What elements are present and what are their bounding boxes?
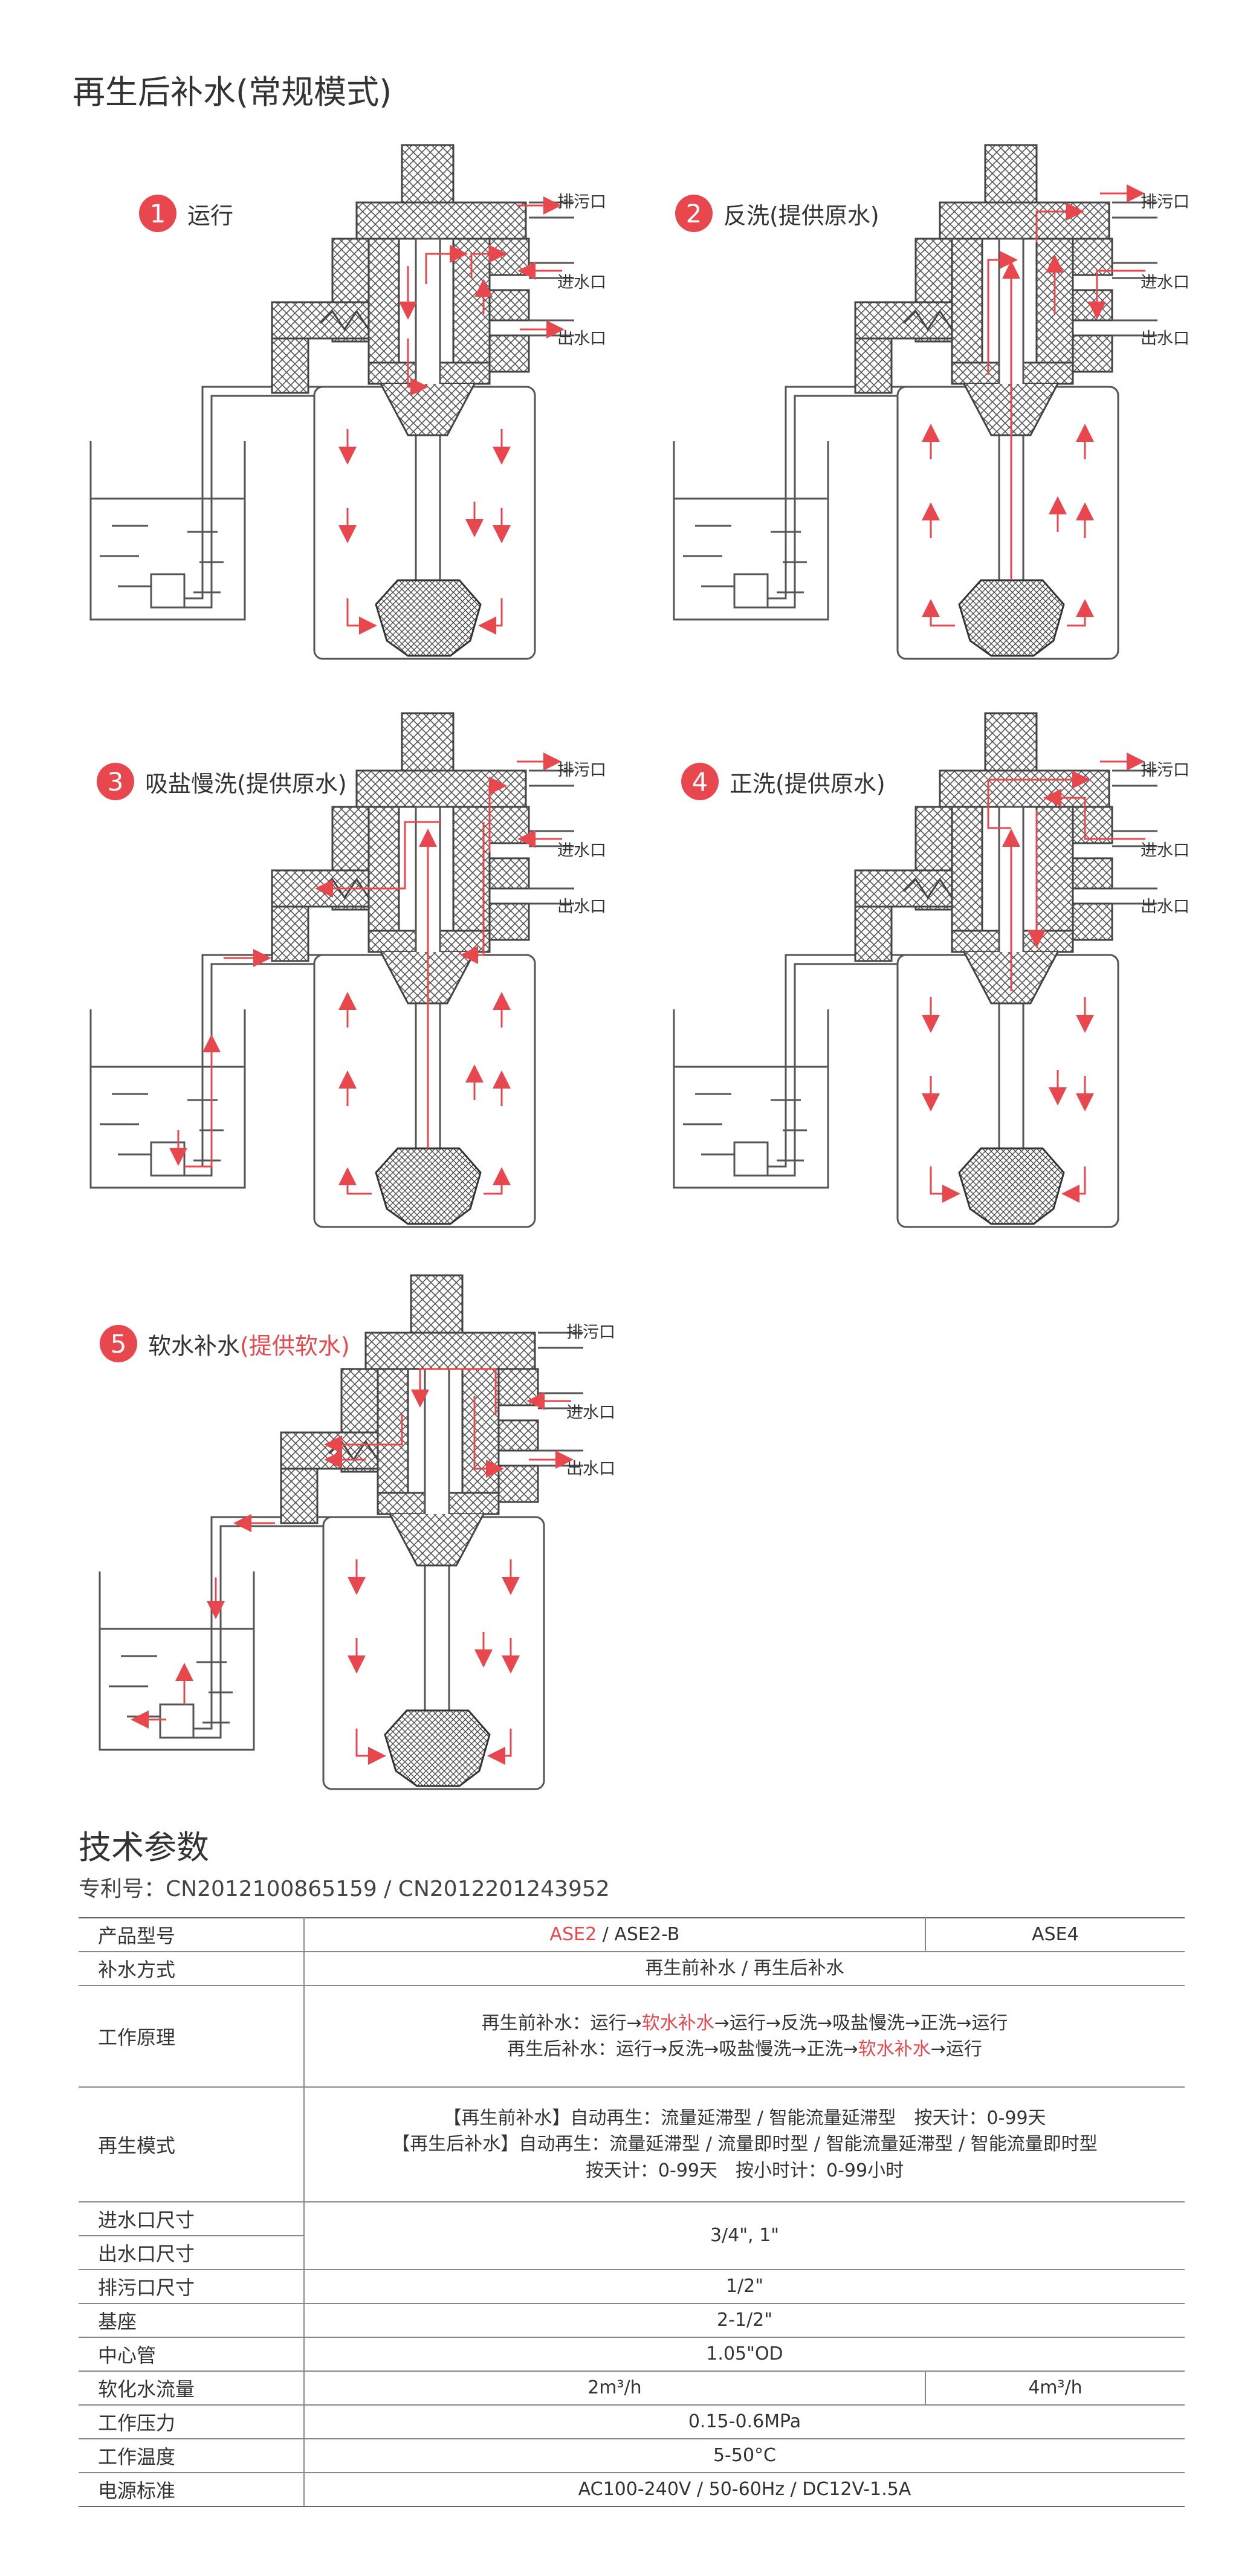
step-title: 吸盐慢洗(提供原水) <box>145 770 347 797</box>
spec-value: 【再生前补水】自动再生：流量延滞型 / 智能流量延滞型 按天计：0-99天 【再… <box>304 2086 1185 2202</box>
table-row: 工作温度 5-50°C <box>79 2438 1185 2473</box>
spec-value: AC100-240V / 50-60Hz / DC12V-1.5A <box>304 2472 1185 2507</box>
outlet-port-label: 出水口 <box>1141 329 1189 348</box>
spec-value-flow-a: 2m³/h <box>304 2371 926 2406</box>
outlet-port-label: 出水口 <box>566 1460 615 1478</box>
spec-key: 排污口尺寸 <box>79 2269 305 2304</box>
outlet-port-label: 出水口 <box>557 898 606 916</box>
flow-arrows <box>169 752 562 1168</box>
drain-port-label: 排污口 <box>557 193 606 212</box>
spec-value: 1.05"OD <box>304 2337 1185 2372</box>
inlet-port-label: 进水口 <box>557 841 606 860</box>
spec-key: 基座 <box>79 2303 305 2338</box>
flow-arrows <box>131 1368 574 1729</box>
spec-key: 补水方式 <box>79 1951 305 1986</box>
table-row: 工作原理 再生前补水：运行→软水补水→运行→反洗→吸盐慢洗→正洗→运行 再生后补… <box>79 1985 1185 2088</box>
table-row: 出水口尺寸 <box>79 2235 1185 2270</box>
inlet-port-label: 进水口 <box>566 1403 615 1422</box>
diagram-step-4: 4 正洗(提供原水) 排污口 进水口 出水口 <box>650 568 1194 1228</box>
table-row: 工作压力 0.15-0.6MPa <box>79 2404 1185 2439</box>
inlet-port-label: 进水口 <box>557 273 606 292</box>
diagram-step-5: 5 软水补水(提供软水) 排污口 进水口 出水口 <box>76 1130 620 1790</box>
table-row: 软化水流量 2m³/h 4m³/h <box>79 2371 1185 2406</box>
table-row: 进水口尺寸 3/4", 1" <box>79 2201 1185 2270</box>
spec-value-flow-b: 4m³/h <box>925 2371 1185 2406</box>
step-title: 反洗(提供原水) <box>723 202 879 229</box>
table-row: 排污口尺寸 1/2" <box>79 2269 1185 2304</box>
spec-value: 5-50°C <box>304 2438 1185 2473</box>
drain-port-label: 排污口 <box>1141 761 1189 780</box>
step-label: 2 反洗(提供原水) <box>675 195 879 232</box>
step-number-badge: 3 <box>97 763 134 800</box>
spec-value: 2-1/2" <box>304 2303 1185 2338</box>
regen-line-2: 【再生后补水】自动再生：流量延滞型 / 流量即时型 / 智能流量延滞型 / 智能… <box>392 2134 1098 2155</box>
diagram-step-1: 1 运行 排污口 进水口 出水口 <box>66 0 610 660</box>
outlet-port-label: 出水口 <box>1141 898 1189 916</box>
table-row: 再生模式 【再生前补水】自动再生：流量延滞型 / 智能流量延滞型 按天计：0-9… <box>79 2086 1185 2202</box>
step-label: 4 正洗(提供原水) <box>681 763 885 800</box>
spec-key: 软化水流量 <box>79 2371 305 2406</box>
flow-arrows <box>399 196 565 396</box>
step-number-badge: 4 <box>681 763 719 800</box>
valve-diagram <box>89 144 575 660</box>
step-number-badge: 2 <box>675 195 713 232</box>
spec-value: 3/4", 1" <box>304 2201 1185 2270</box>
inlet-port-label: 进水口 <box>1141 841 1189 860</box>
patent-number: 专利号：CN2012100865159 / CN2012201243952 <box>79 1877 610 1901</box>
valve-diagram <box>99 1274 584 1790</box>
table-row: 补水方式 再生前补水 / 再生后补水 <box>79 1951 1185 1986</box>
step-number-badge: 1 <box>139 195 176 232</box>
step-label: 5 软水补水(提供软水) <box>100 1325 350 1362</box>
drain-port-label: 排污口 <box>557 761 606 780</box>
table-row: 中心管 1.05"OD <box>79 2337 1185 2372</box>
regen-line-1: 【再生前补水】自动再生：流量延滞型 / 智能流量延滞型 按天计：0-99天 <box>443 2107 1046 2129</box>
spec-section-title: 技术参数 <box>79 1828 209 1866</box>
step-title: 运行 <box>187 202 234 229</box>
spec-key: 中心管 <box>79 2337 305 2372</box>
outlet-port-label: 出水口 <box>557 329 606 348</box>
step-number-badge: 5 <box>100 1325 137 1362</box>
table-row: 基座 2-1/2" <box>79 2303 1185 2338</box>
inlet-port-label: 进水口 <box>1141 273 1189 292</box>
spec-key: 工作原理 <box>79 1985 305 2088</box>
spec-key: 进水口尺寸 <box>79 2201 305 2236</box>
spec-key: 出水口尺寸 <box>79 2235 305 2270</box>
spec-value: 再生前补水：运行→软水补水→运行→反洗→吸盐慢洗→正洗→运行 再生后补水：运行→… <box>304 1985 1185 2088</box>
step-title: 软水补水(提供软水) <box>148 1332 350 1359</box>
spec-value-model-b: ASE4 <box>925 1917 1185 1952</box>
flow-arrows <box>987 184 1145 580</box>
step-title: 正洗(提供原水) <box>730 770 885 797</box>
step-label: 3 吸盐慢洗(提供原水) <box>97 763 347 800</box>
principle-line-2: 再生后补水：运行→反洗→吸盐慢洗→正洗→软水补水→运行 <box>507 2039 982 2060</box>
spec-value-model-a: ASE2 / ASE2-B <box>304 1917 926 1952</box>
table-row: 产品型号 ASE2 / ASE2-B ASE4 <box>79 1917 1185 1952</box>
valve-diagram <box>89 712 575 1228</box>
spec-key: 电源标准 <box>79 2472 305 2507</box>
spec-table: 产品型号 ASE2 / ASE2-B ASE4 补水方式 再生前补水 / 再生后… <box>79 1917 1185 2507</box>
flow-arrows <box>987 752 1145 991</box>
step-label: 1 运行 <box>139 195 233 232</box>
drain-port-label: 排污口 <box>566 1323 615 1342</box>
spec-key: 产品型号 <box>79 1917 305 1952</box>
diagram-step-2: 2 反洗(提供原水) 排污口 进水口 出水口 <box>650 0 1194 660</box>
drain-port-label: 排污口 <box>1141 193 1189 212</box>
spec-value: 再生前补水 / 再生后补水 <box>304 1951 1185 1986</box>
diagram-step-3: 3 吸盐慢洗(提供原水) 排污口 进水口 出水口 <box>66 568 610 1228</box>
spec-value: 1/2" <box>304 2269 1185 2304</box>
principle-line-1: 再生前补水：运行→软水补水→运行→反洗→吸盐慢洗→正洗→运行 <box>481 2012 1008 2034</box>
spec-value: 0.15-0.6MPa <box>304 2404 1185 2439</box>
regen-line-3: 按天计：0-99天 按小时计：0-99小时 <box>585 2160 904 2181</box>
table-row: 电源标准 AC100-240V / 50-60Hz / DC12V-1.5A <box>79 2472 1185 2507</box>
page-title: 再生后补水(常规模式) <box>73 73 392 111</box>
spec-key: 工作温度 <box>79 2438 305 2473</box>
spec-key: 再生模式 <box>79 2086 305 2202</box>
valve-diagram <box>673 144 1159 660</box>
spec-key: 工作压力 <box>79 2404 305 2439</box>
valve-diagram <box>673 712 1159 1228</box>
